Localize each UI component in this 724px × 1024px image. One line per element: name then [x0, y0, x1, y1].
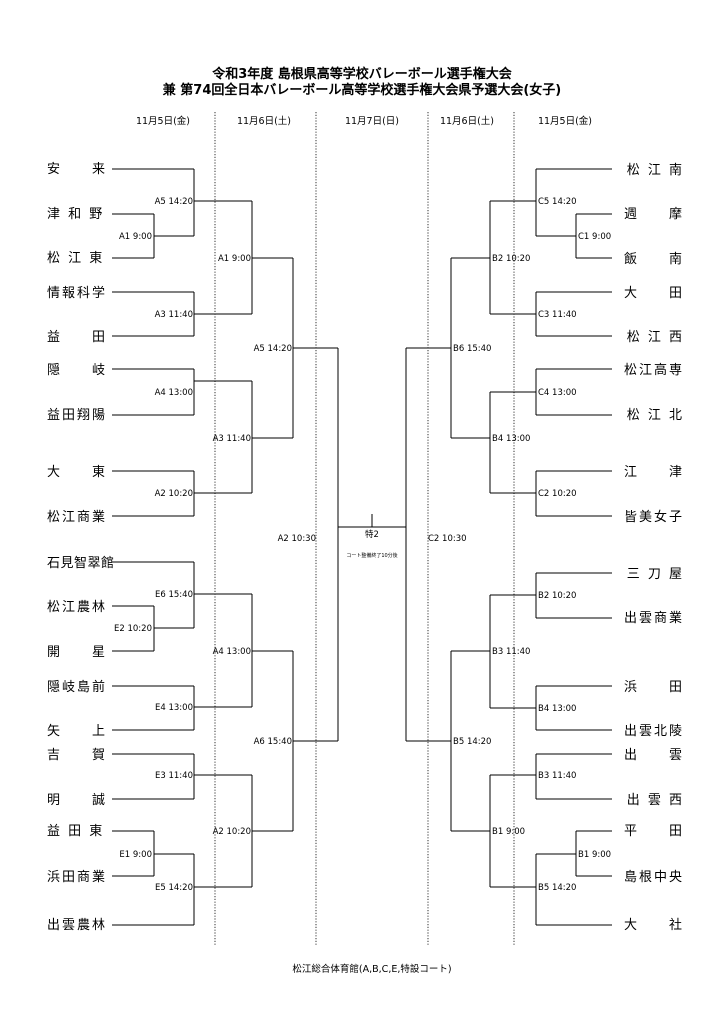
match-label: C4 13:00: [538, 388, 577, 398]
team-name: 隠 岐: [47, 363, 107, 378]
team-name: 松江農林: [47, 600, 107, 615]
team-name: 益 田: [47, 330, 107, 345]
match-label: C5 14:20: [538, 197, 577, 207]
team-name: 開 星: [47, 645, 107, 660]
match-label: B3 11:40: [492, 647, 530, 657]
team-name: 明 誠: [47, 793, 107, 808]
team-name: 出雲北陵: [624, 724, 684, 739]
match-label: A1 9:00: [119, 232, 152, 242]
venue-footer: 松江総合体育館(A,B,C,E,特設コート): [292, 963, 451, 975]
match-label: E2 10:20: [114, 624, 152, 634]
team-name: 週 摩: [624, 206, 684, 222]
team-name: 出 雲 西: [627, 793, 684, 808]
match-label: B4 13:00: [538, 704, 576, 714]
match-label: B5 14:20: [538, 883, 576, 893]
team-name: 大 社: [624, 917, 684, 933]
final-match-note: コート整備終了10分後: [346, 552, 397, 559]
match-label: E1 9:00: [119, 850, 152, 860]
match-label: E4 13:00: [155, 703, 193, 713]
final-match-label: 特2: [365, 529, 379, 540]
day-header: 11月6日(土): [237, 115, 291, 127]
match-label: A3 11:40: [213, 434, 251, 444]
team-name: 江 津: [624, 465, 684, 480]
team-name: 情報科学: [47, 285, 107, 301]
team-name: 出雲商業: [624, 610, 684, 626]
day-header: 11月5日(金): [136, 115, 190, 127]
match-label: B3 11:40: [538, 771, 576, 781]
match-label: A6 15:40: [254, 737, 292, 747]
day-separators: [214, 112, 515, 945]
team-name: 浜田商業: [47, 869, 107, 885]
match-label: C3 11:40: [538, 310, 577, 320]
team-name: 吉 賀: [47, 748, 107, 763]
match-label: C2 10:20: [538, 489, 577, 499]
match-label: A2 10:20: [155, 489, 193, 499]
team-name: 松江高専: [624, 362, 684, 378]
day-header: 11月7日(日): [345, 116, 399, 127]
team-name: 松 江 北: [627, 408, 684, 423]
right-team-names: 松 江 南 週 摩 飯 南 大 田 松 江 西 松江高専 松 江 北 江 津 皆…: [624, 162, 684, 933]
match-label: E5 14:20: [155, 883, 193, 893]
match-label: A5 14:20: [254, 344, 292, 354]
team-name: 平 田: [624, 824, 684, 839]
match-label: B2 10:20: [492, 254, 530, 264]
team-name: 大 田: [624, 286, 684, 301]
match-label: B1 9:00: [492, 827, 525, 837]
match-label: A4 13:00: [155, 388, 193, 398]
match-label: B2 10:20: [538, 591, 576, 601]
team-name: 矢 上: [47, 724, 107, 739]
team-name: 松江商業: [47, 509, 107, 525]
title-line-1: 令和3年度 島根県高等学校バレーボール選手権大会: [212, 66, 513, 82]
match-label: C2 10:30: [428, 534, 467, 544]
team-name: 隠岐島前: [47, 679, 107, 695]
match-label: A5 14:20: [155, 197, 193, 207]
team-name: 浜 田: [624, 680, 684, 695]
match-label: E6 15:40: [155, 590, 193, 600]
team-name: 益 田 東: [47, 823, 104, 839]
day-header: 11月5日(金): [538, 115, 592, 127]
team-name: 石見智翠館: [47, 556, 115, 571]
team-name: 飯 南: [624, 251, 684, 267]
team-name: 松 江 南: [627, 162, 684, 178]
team-name: 松 江 東: [47, 250, 104, 266]
left-bracket-lines: [112, 168, 372, 926]
team-name: 津 和 野: [47, 207, 104, 222]
match-label: A1 9:00: [218, 254, 251, 264]
team-name: 益田翔陽: [47, 408, 107, 423]
match-label: C1 9:00: [578, 232, 611, 242]
team-name: 島根中央: [624, 870, 684, 885]
team-name: 出 雲: [624, 748, 684, 763]
left-team-names: 安 来 津 和 野 松 江 東 情報科学 益 田 隠 岐 益田翔陽 大 東 松江…: [47, 162, 115, 933]
match-label: E3 11:40: [155, 771, 193, 781]
left-match-labels: A5 14:20 A1 9:00 A1 9:00 A3 11:40 A5 14:…: [114, 197, 316, 893]
match-label: A3 11:40: [155, 310, 193, 320]
team-name: 松 江 西: [627, 330, 684, 345]
match-label: B5 14:20: [453, 737, 491, 747]
team-name: 出雲農林: [47, 918, 107, 933]
match-label: B1 9:00: [578, 850, 611, 860]
team-name: 三 刀 屋: [627, 567, 684, 582]
team-name: 大 東: [47, 464, 107, 480]
match-label: A2 10:20: [213, 827, 251, 837]
title-line-2: 兼 第74回全日本バレーボール高等学校選手権大会県予選大会(女子): [163, 82, 562, 98]
match-label: B6 15:40: [453, 344, 491, 354]
match-label: A4 13:00: [213, 647, 251, 657]
team-name: 皆美女子: [624, 509, 684, 525]
team-name: 安 来: [47, 162, 107, 177]
match-label: B4 13:00: [492, 434, 530, 444]
right-bracket-lines: [371, 168, 612, 926]
match-label: A2 10:30: [278, 534, 316, 544]
day-header: 11月6日(土): [440, 115, 494, 127]
right-match-labels: C5 14:20 C1 9:00 B2 10:20 C3 11:40 B6 15…: [428, 197, 611, 893]
